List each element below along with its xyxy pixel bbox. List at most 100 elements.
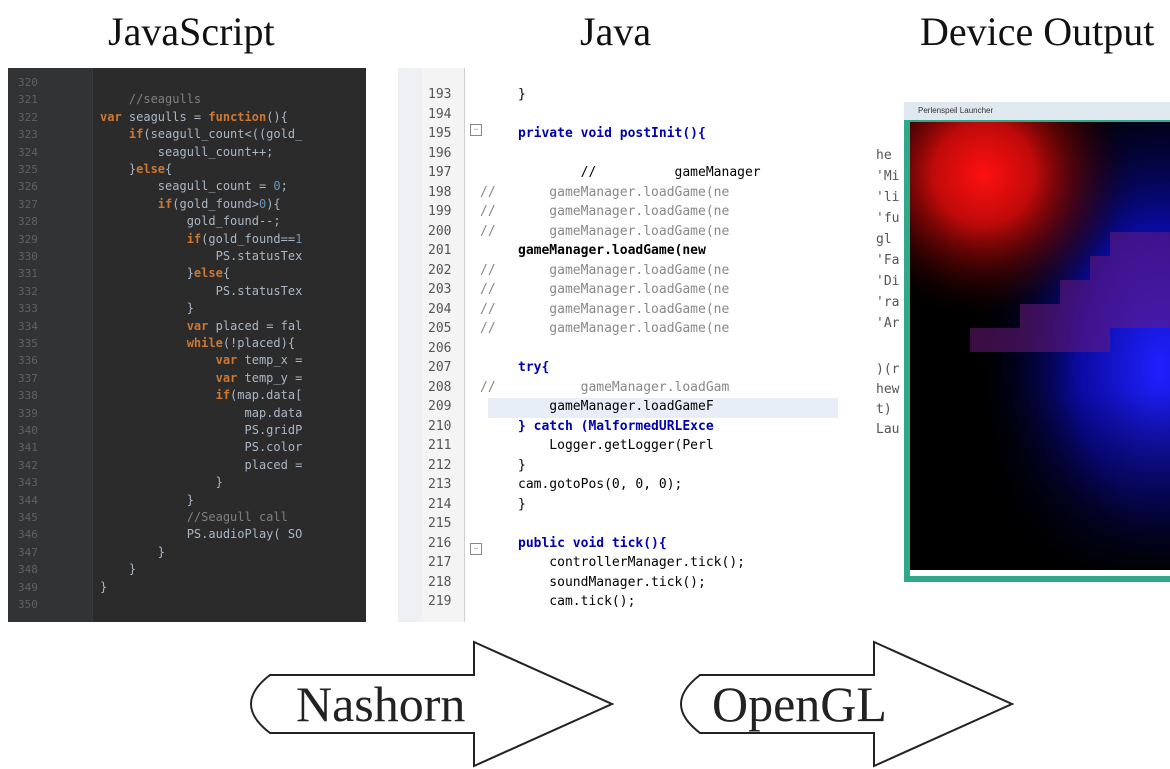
code-line: 328 gold_found--;: [8, 213, 366, 230]
line-number: 213: [428, 477, 452, 492]
code-text: gameManager.loadGame(new: [518, 243, 706, 258]
line-number: 201: [428, 243, 452, 258]
code-text: if(seagull_count<((gold_: [128, 127, 303, 142]
line-number: 197: [428, 165, 452, 180]
line-number: 343: [18, 476, 38, 490]
java-editor-gutter: [422, 68, 465, 622]
code-text: while(!placed){: [186, 336, 296, 350]
code-line: 204// gameManager.loadGame(ne: [398, 300, 838, 320]
line-number: 208: [428, 379, 452, 395]
background-code-fragment: hew: [876, 382, 900, 397]
comment-marker: //: [480, 379, 496, 395]
line-number: 321: [18, 93, 38, 107]
code-line: 327 if(gold_found>0){: [8, 196, 366, 213]
line-number: 334: [18, 319, 38, 333]
nashorn-label: Nashorn: [296, 676, 466, 732]
code-line: 338 if(map.data[: [8, 387, 366, 404]
code-line: 326 seagull_count = 0;: [8, 178, 366, 195]
javascript-heading: JavaScript: [108, 9, 275, 54]
line-number: 217: [428, 555, 452, 570]
code-text: map.data: [100, 405, 303, 420]
code-text: gameManager.loadGame(ne: [518, 282, 730, 297]
code-line: 203// gameManager.loadGame(ne: [398, 280, 838, 300]
line-number: 196: [428, 145, 452, 161]
code-text: gameManager.loadGame(ne: [518, 301, 730, 317]
code-line: 339 map.data: [8, 405, 366, 422]
code-line: 329 if(gold_found==1: [8, 231, 366, 248]
line-number: 211: [428, 438, 452, 453]
line-number: 323: [18, 128, 38, 142]
code-text: cam.gotoPos(0, 0, 0);: [518, 477, 683, 492]
line-number: 205: [428, 321, 452, 336]
code-text: }: [100, 579, 108, 594]
line-number: 204: [428, 301, 452, 317]
line-number: 195: [428, 126, 452, 141]
rendered-canvas: [910, 122, 1170, 570]
line-number: 198: [428, 184, 452, 200]
code-text: }: [518, 457, 526, 473]
code-line: 337 var temp_y =: [8, 370, 366, 387]
fold-icon: −: [470, 543, 482, 555]
code-line: 331 }else{: [8, 265, 366, 282]
code-text: PS.statusTex: [100, 249, 303, 263]
line-number: 203: [428, 282, 452, 297]
background-code-fragment: 'Fa: [876, 253, 900, 268]
code-line: 200// gameManager.loadGame(ne: [398, 222, 838, 242]
code-line: 342 placed =: [8, 457, 366, 474]
code-text: seagull_count++;: [100, 144, 274, 159]
code-line: 340 PS.gridP: [8, 422, 366, 439]
code-text: // gameManager: [518, 165, 761, 180]
launcher-window: Perlenspeil Launcher: [904, 102, 1170, 582]
launcher-window-statusbar: [910, 570, 1170, 576]
code-text: if(gold_found>0){: [157, 196, 281, 211]
javascript-editor-gutter: [8, 68, 93, 622]
code-line: 210} catch (MalformedURLExce: [398, 417, 838, 437]
code-text: }: [518, 496, 526, 512]
line-number: 320: [18, 76, 38, 89]
line-number: 336: [18, 354, 38, 368]
line-number: 327: [18, 197, 38, 211]
code-line: 214}: [398, 495, 838, 515]
background-code-fragment: 'fu: [876, 211, 900, 226]
line-number: 338: [18, 389, 38, 403]
line-number: 206: [428, 340, 452, 356]
line-number: 347: [18, 545, 38, 559]
line-number: 216: [428, 535, 452, 551]
code-text: soundManager.tick();: [518, 574, 706, 590]
line-number: 339: [18, 406, 38, 420]
comment-marker: //: [480, 321, 496, 336]
line-number: 329: [18, 232, 38, 246]
code-text: var temp_x =: [215, 353, 303, 368]
opengl-arrow-icon: [680, 640, 1015, 768]
pipeline-arrows: [250, 640, 1015, 768]
code-text: gameManager.loadGame(ne: [518, 223, 730, 239]
background-code-fragment: he: [876, 148, 892, 163]
background-code-fragment: 'Ar: [876, 316, 900, 331]
code-text: gameManager.loadGam: [518, 379, 730, 395]
line-number: 209: [428, 399, 452, 414]
code-text: try{: [518, 360, 550, 375]
line-number: 344: [18, 493, 38, 507]
code-text: seagull_count = 0;: [100, 179, 288, 194]
code-line: 206: [398, 339, 838, 359]
code-line: 215: [398, 514, 838, 534]
line-number: 328: [18, 215, 38, 229]
line-number: 210: [428, 418, 452, 434]
code-line: 347 }: [8, 544, 366, 561]
code-line: 332 PS.statusTex: [8, 283, 366, 300]
background-code-fragment: 'Mi: [876, 169, 900, 184]
line-number: 348: [18, 563, 38, 577]
line-number: 332: [18, 284, 38, 298]
background-code-fragment: )(r: [876, 362, 900, 377]
code-line: 194: [398, 105, 838, 125]
code-line: 344 }: [8, 492, 366, 509]
code-text: //Seagull call: [100, 510, 288, 524]
code-line: 330 PS.statusTex: [8, 248, 366, 265]
line-number: 346: [18, 528, 38, 542]
code-line: 218 soundManager.tick();: [398, 573, 838, 593]
code-line: 350: [8, 596, 366, 613]
line-number: 331: [18, 267, 38, 281]
code-line: 208 // gameManager.loadGam: [398, 378, 838, 398]
